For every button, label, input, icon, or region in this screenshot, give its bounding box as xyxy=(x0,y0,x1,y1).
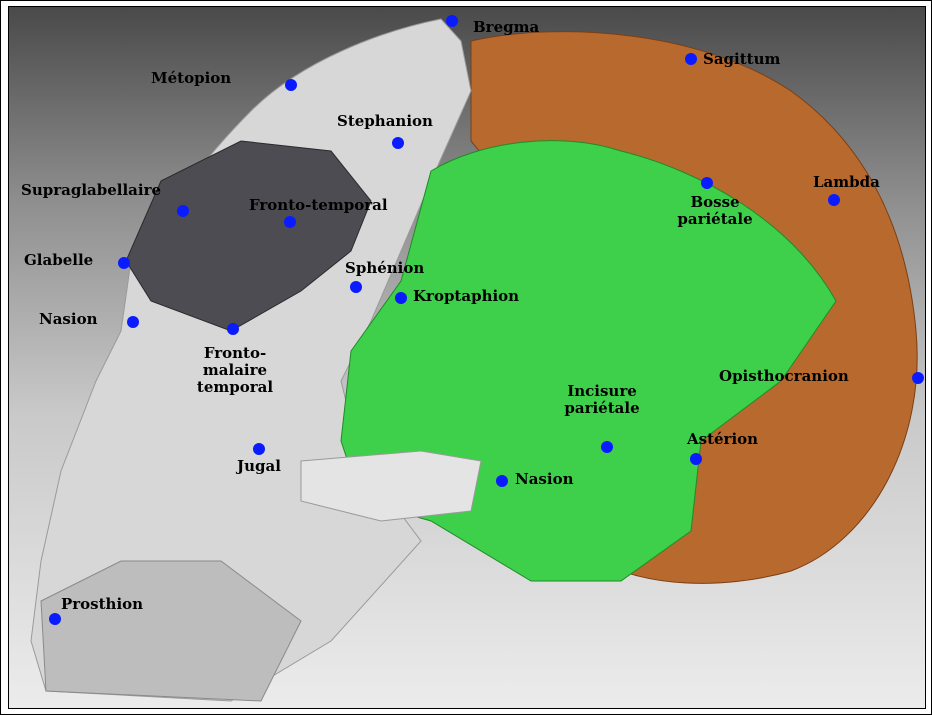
incisure-line-2: pariétale xyxy=(564,399,640,417)
incisure-parietale-landmark-dot xyxy=(601,441,613,453)
nasion-face-label: Nasion xyxy=(39,310,98,328)
stephanion-label: Stephanion xyxy=(337,112,433,130)
nasion-ear-landmark-dot xyxy=(496,475,508,487)
fronto-malaire-temporal-label: Fronto- malaire temporal xyxy=(185,345,285,396)
kroptaphion-label: Kroptaphion xyxy=(413,287,520,305)
bosse-parietale-label: Bosse pariétale xyxy=(665,194,765,228)
supraglabellaire-landmark-dot xyxy=(177,205,189,217)
jugal-landmark-dot xyxy=(253,443,265,455)
incisure-parietale-label: Incisure pariétale xyxy=(552,383,652,417)
stephanion-landmark-dot xyxy=(392,137,404,149)
supraglabellaire-label: Supraglabellaire xyxy=(21,181,162,199)
prosthion-label: Prosthion xyxy=(61,595,144,613)
bregma-landmark-dot xyxy=(446,15,458,27)
fronto-malaire-landmark-dot xyxy=(227,323,239,335)
bosse-parietale-line-2: pariétale xyxy=(677,210,753,228)
fronto-temporal-label: Fronto-temporal xyxy=(249,196,388,214)
nasion-face-landmark-dot xyxy=(127,316,139,328)
asterion-label: Astérion xyxy=(687,430,759,448)
jugal-label: Jugal xyxy=(237,457,281,475)
prosthion-landmark-dot xyxy=(49,613,61,625)
sagittum-landmark-dot xyxy=(685,53,697,65)
brow-ridge xyxy=(125,140,372,332)
glabelle-label: Glabelle xyxy=(24,251,94,269)
lambda-label: Lambda xyxy=(813,173,880,191)
metopion-label: Métopion xyxy=(151,69,232,87)
bregma-label: Bregma xyxy=(473,18,540,36)
fronto-malaire-line-1: Fronto- xyxy=(203,344,267,362)
sphenion-label: Sphénion xyxy=(345,259,425,277)
opisthocranion-label: Opisthocranion xyxy=(719,367,849,385)
skull-rendering xyxy=(30,18,918,702)
zygomatic-arch xyxy=(300,450,482,522)
glabelle-landmark-dot xyxy=(118,257,130,269)
opisthocranion-landmark-dot xyxy=(912,372,924,384)
kroptaphion-landmark-dot xyxy=(395,292,407,304)
fronto-malaire-line-2: malaire xyxy=(202,361,268,379)
skull-figure: Bregma Sagittum Métopion Stephanion Supr… xyxy=(8,6,926,709)
incisure-line-1: Incisure xyxy=(567,382,637,400)
fronto-temporal-landmark-dot xyxy=(284,216,296,228)
lambda-landmark-dot xyxy=(828,194,840,206)
maxilla xyxy=(40,560,302,702)
asterion-landmark-dot xyxy=(690,453,702,465)
fronto-malaire-line-3: temporal xyxy=(196,378,274,396)
sagittum-label: Sagittum xyxy=(703,50,781,68)
nasion-ear-label: Nasion xyxy=(515,470,574,488)
bosse-parietale-line-1: Bosse xyxy=(690,193,740,211)
bosse-parietale-landmark-dot xyxy=(701,177,713,189)
metopion-landmark-dot xyxy=(285,79,297,91)
sphenion-landmark-dot xyxy=(350,281,362,293)
